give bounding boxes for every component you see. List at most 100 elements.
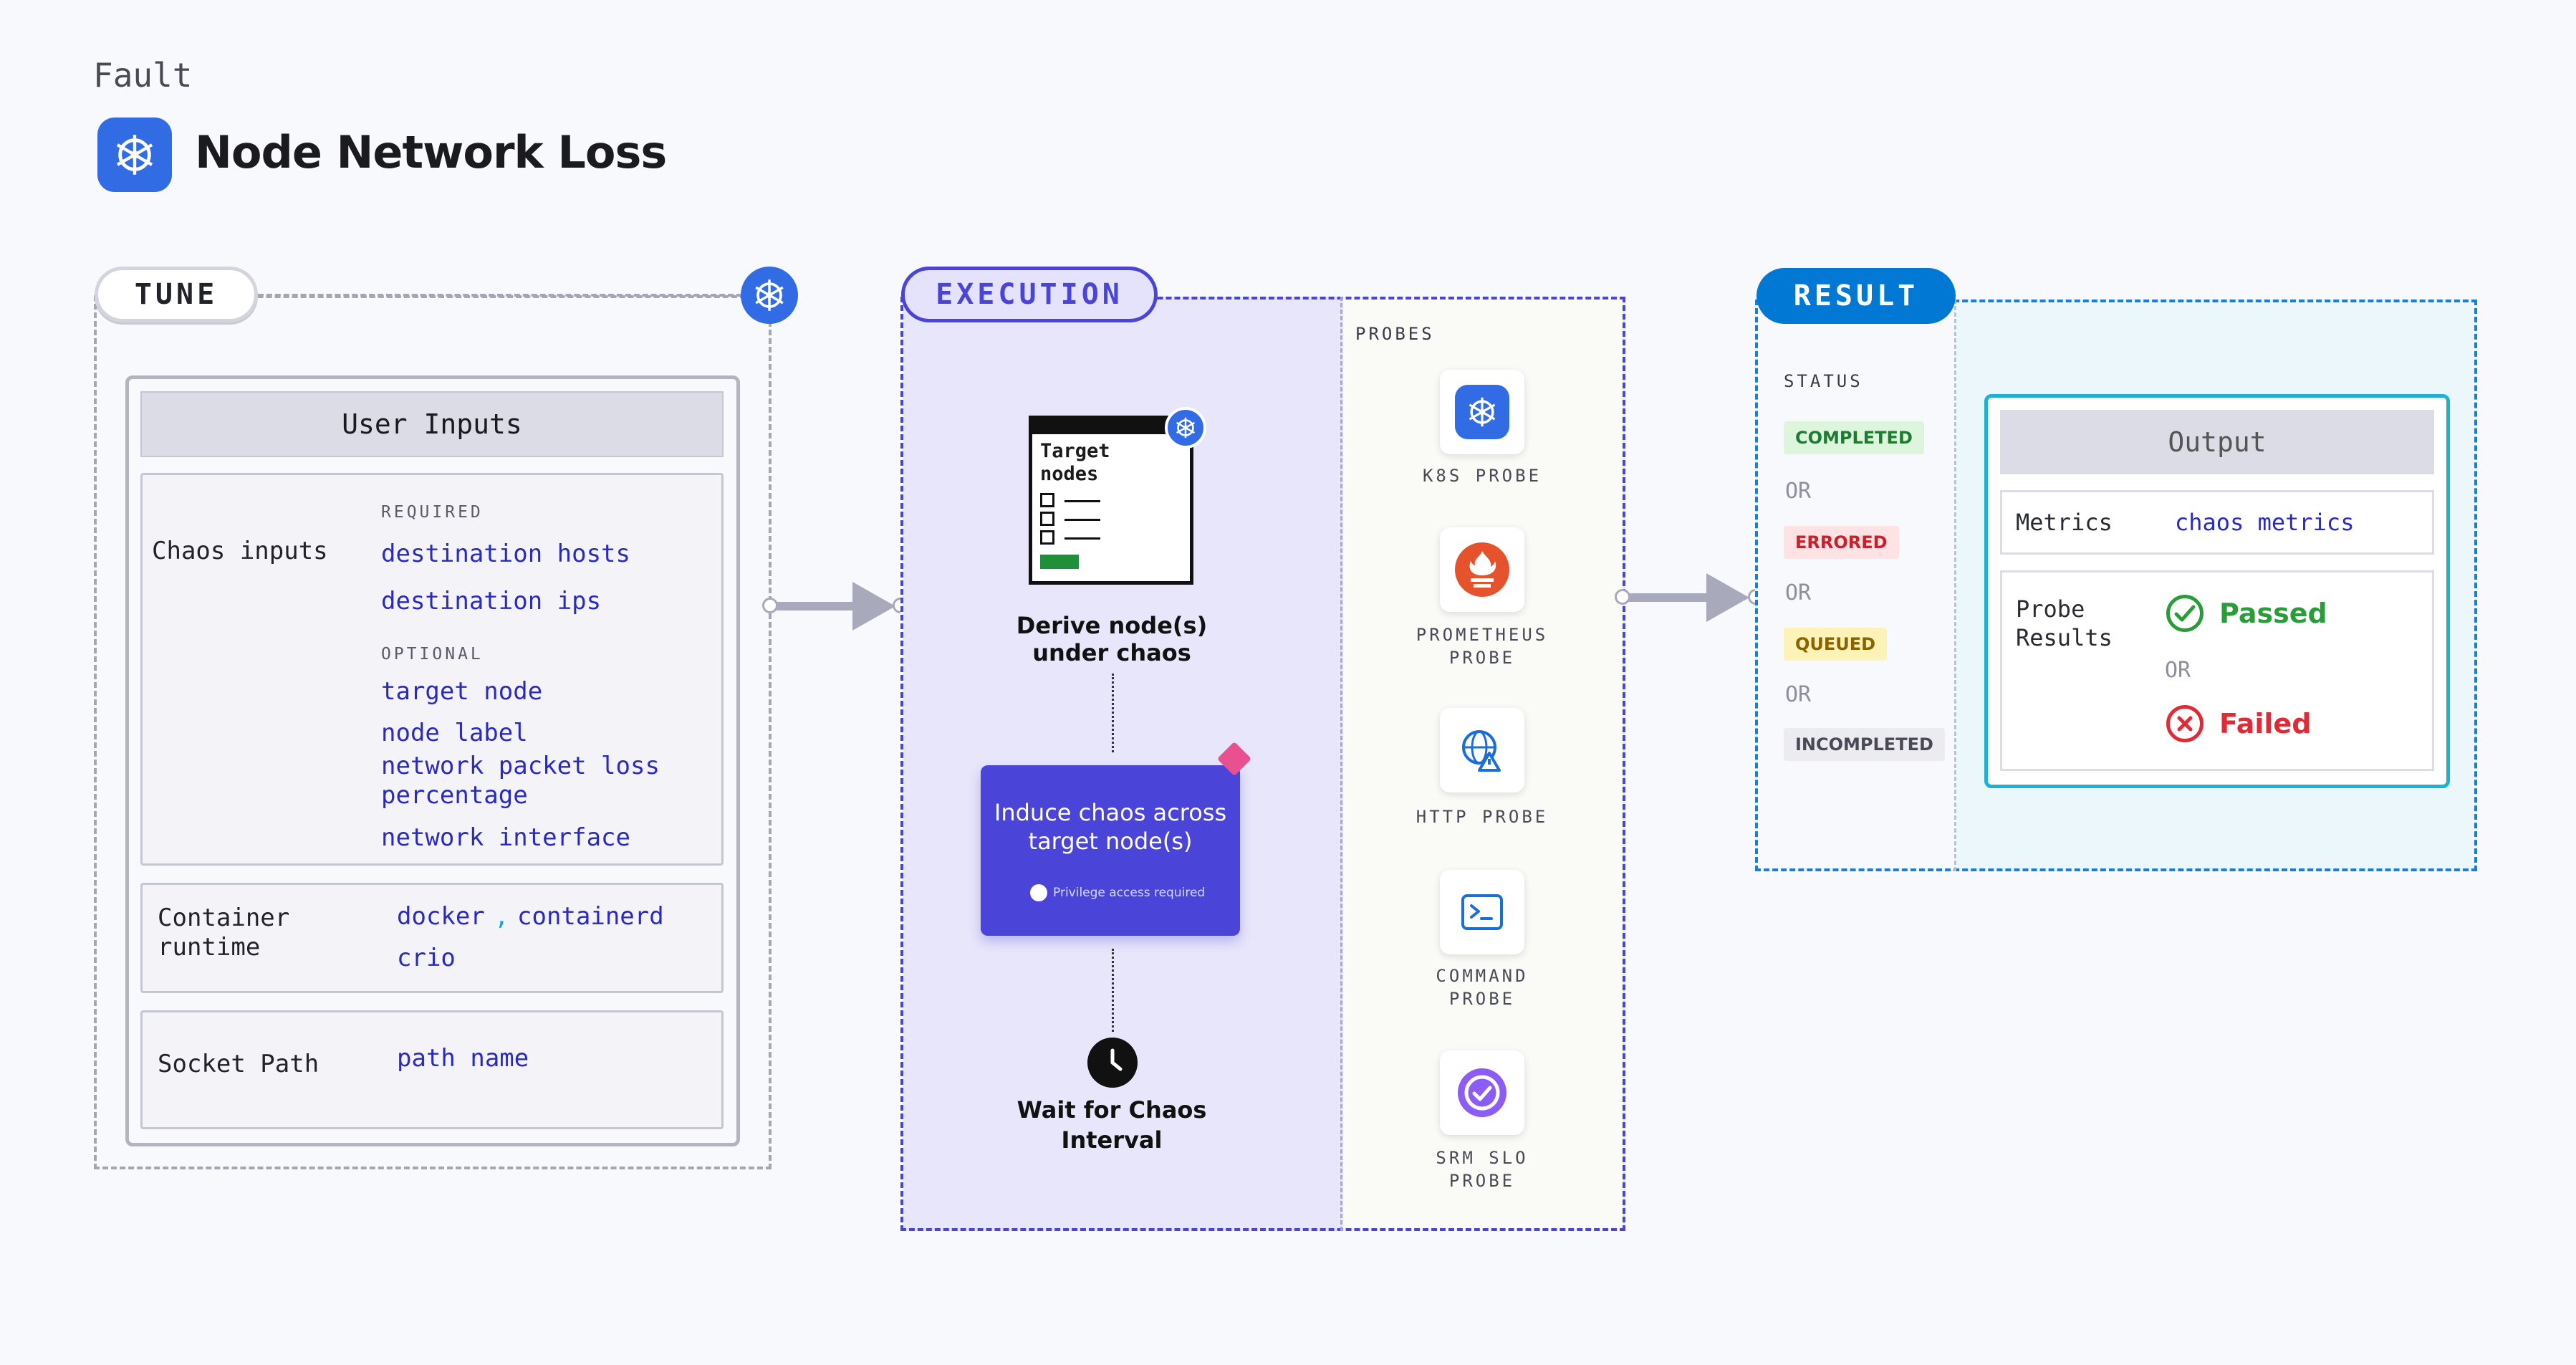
failed-text: Failed: [2219, 708, 2312, 739]
chaos-inputs-label: Chaos inputs: [152, 537, 328, 565]
k8s-probe-label: K8S PROBE: [1422, 466, 1542, 486]
kubernetes-icon: [741, 267, 798, 324]
category-label: Fault: [93, 56, 193, 95]
container-runtime-section: [140, 883, 724, 993]
input-percentage: percentage: [381, 781, 528, 810]
probe-results-row: [2000, 570, 2434, 771]
status-queued-badge: QUEUED: [1784, 628, 1888, 661]
execution-divider: [1340, 297, 1342, 1231]
kubernetes-icon: [1455, 385, 1509, 439]
checkbox-icon: [1040, 512, 1054, 526]
status-label: STATUS: [1784, 371, 1863, 391]
or-separator: OR: [1785, 580, 1812, 605]
input-network-packet-loss: network packet loss: [381, 752, 660, 780]
metrics-row: [2000, 490, 2434, 555]
privilege-note: Privilege access required: [1053, 886, 1206, 900]
prometheus-icon: [1455, 542, 1509, 597]
runtime-separator: ,: [494, 902, 509, 931]
container-runtime-label-2: runtime: [158, 933, 261, 962]
derive-step-label: Derive node(s): [1016, 612, 1208, 639]
list-line: [1064, 500, 1100, 502]
metrics-value: chaos metrics: [2175, 509, 2355, 536]
list-line: [1064, 537, 1100, 540]
prometheus-probe-label-2: PROBE: [1448, 648, 1516, 668]
result-badge: RESULT: [1756, 268, 1956, 324]
socket-path-label: Socket Path: [158, 1050, 319, 1078]
flow-arrow: [771, 602, 857, 610]
status-bar: [1040, 555, 1079, 569]
page-title: Node Network Loss: [195, 126, 667, 178]
prometheus-probe-tile: [1440, 527, 1524, 612]
or-separator: OR: [2165, 658, 2191, 683]
target-nodes-title: Target: [1040, 440, 1110, 462]
output-title: Output: [2000, 410, 2434, 474]
http-globe-icon: [1462, 730, 1501, 772]
input-network-interface: network interface: [381, 823, 630, 852]
runtime-crio: crio: [397, 944, 456, 972]
metrics-label: Metrics: [2016, 509, 2113, 536]
tune-stage: [94, 295, 772, 1169]
srm-slo-probe-label-2: PROBE: [1448, 1171, 1516, 1191]
runtime-containerd: containerd: [517, 902, 664, 931]
command-probe-label: COMMAND: [1436, 966, 1529, 986]
probes-label: PROBES: [1355, 324, 1435, 344]
induce-chaos-card: [981, 765, 1240, 936]
flow-connector: [1112, 949, 1114, 1032]
terminal-icon: [1461, 894, 1503, 930]
target-nodes-title-2: nodes: [1040, 463, 1099, 485]
k8s-probe-tile: [1440, 370, 1524, 454]
flow-arrow-head: [1706, 573, 1749, 622]
status-errored-badge: ERRORED: [1784, 526, 1899, 559]
result-divider: [1954, 300, 1956, 871]
http-probe-label: HTTP PROBE: [1416, 807, 1549, 827]
failed-x-icon: [2166, 705, 2203, 742]
passed-text: Passed: [2219, 598, 2327, 629]
induce-step-label: Induce chaos across: [994, 799, 1227, 826]
command-probe-label-2: PROBE: [1448, 989, 1516, 1009]
socket-path-value: path name: [397, 1044, 529, 1073]
required-tag: REQUIRED: [381, 503, 484, 522]
or-separator: OR: [1785, 479, 1812, 504]
runtime-docker: docker: [397, 902, 485, 931]
passed-check-icon: [2166, 595, 2203, 632]
srm-slo-icon: [1458, 1068, 1506, 1117]
execution-badge: EXECUTION: [901, 267, 1158, 322]
container-runtime-label: Container: [158, 904, 290, 932]
status-incompleted-badge: INCOMPLETED: [1784, 728, 1945, 761]
prometheus-probe-label: PROMETHEUS: [1416, 625, 1549, 645]
http-probe-tile: [1440, 708, 1524, 792]
tune-connector: [258, 294, 742, 297]
lock-icon: [1030, 884, 1047, 901]
srm-slo-probe-label: SRM SLO: [1436, 1148, 1529, 1168]
optional-tag: OPTIONAL: [381, 645, 484, 664]
connector-dot: [762, 598, 778, 613]
chaos-inputs-section: [140, 473, 724, 866]
flow-arrow: [1623, 593, 1712, 602]
checkbox-icon: [1040, 493, 1054, 507]
induce-step-label-2: target node(s): [1028, 828, 1193, 855]
connector-dot: [1615, 589, 1630, 605]
wait-step-label-2: Interval: [1061, 1126, 1163, 1154]
input-node-label: node label: [381, 719, 528, 747]
command-probe-tile: [1440, 870, 1524, 954]
or-separator: OR: [1785, 682, 1812, 707]
list-line: [1064, 519, 1100, 521]
input-destination-hosts: destination hosts: [381, 540, 630, 568]
probe-results-label: Probe: [2016, 595, 2085, 623]
socket-path-section: [140, 1010, 724, 1129]
flow-connector: [1112, 674, 1114, 752]
kubernetes-icon: [1165, 407, 1206, 449]
srm-slo-probe-tile: [1440, 1050, 1524, 1135]
wait-step-label: Wait for Chaos: [1017, 1096, 1207, 1124]
clock-icon: [1087, 1038, 1138, 1088]
user-inputs-title: User Inputs: [140, 391, 724, 457]
input-target-node: target node: [381, 677, 543, 706]
checkbox-icon: [1040, 530, 1054, 545]
derive-step-label-2: under chaos: [1032, 639, 1191, 666]
tune-badge: TUNE: [95, 267, 258, 322]
flow-arrow-head: [852, 582, 895, 631]
probe-results-label-2: Results: [2016, 624, 2113, 651]
kubernetes-icon: [97, 118, 172, 192]
status-completed-badge: COMPLETED: [1784, 421, 1924, 454]
input-destination-ips: destination ips: [381, 587, 602, 616]
